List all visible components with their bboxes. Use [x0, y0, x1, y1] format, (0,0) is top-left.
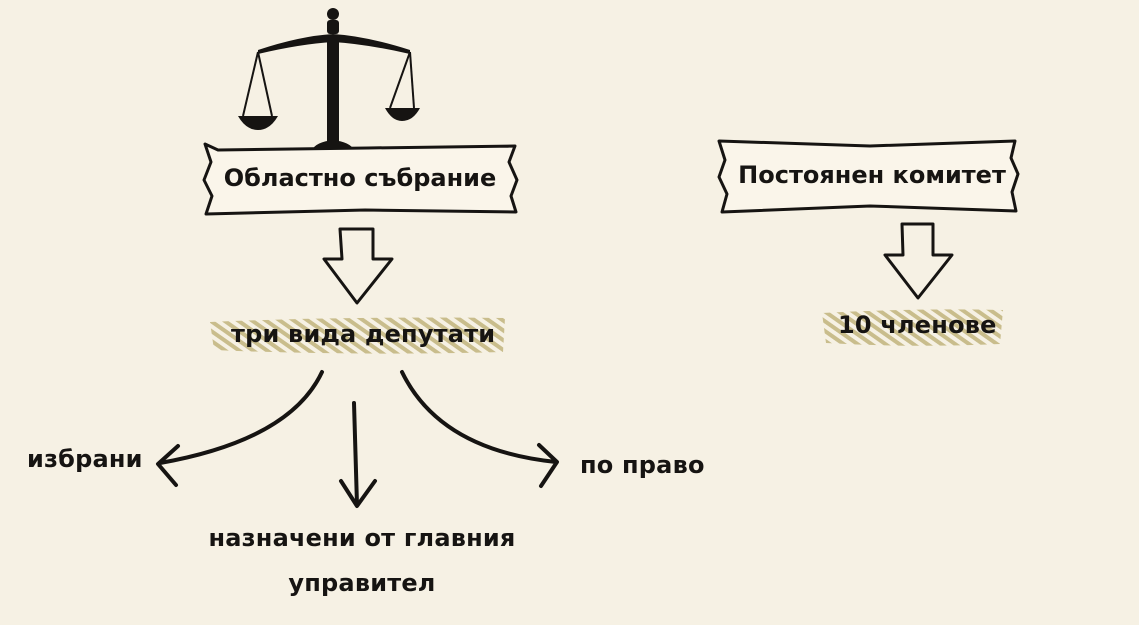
curved-arrow-icon [156, 370, 324, 487]
branch-left-label: избрани [27, 445, 143, 473]
left-title-banner [202, 142, 519, 216]
curved-arrow-icon [400, 370, 559, 488]
subtitle-highlight [822, 309, 1003, 346]
down-arrow-icon [322, 227, 394, 305]
down-arrow-icon [883, 222, 954, 300]
scales-icon [238, 8, 420, 160]
branch-middle-label-line1: назначени от главния [208, 524, 516, 552]
right-subtitle: 10 членове [838, 311, 997, 339]
subtitle-highlight [210, 317, 505, 354]
right-title: Постоянен комитет [738, 161, 1006, 189]
left-title: Областно събрание [223, 164, 497, 192]
right-title-banner [717, 139, 1020, 214]
left-subtitle: три вида депутати [231, 320, 496, 348]
curved-arrow-icon [339, 401, 377, 508]
branch-right-label: по право [580, 451, 705, 479]
branch-middle-label-line2: управител [288, 569, 436, 597]
